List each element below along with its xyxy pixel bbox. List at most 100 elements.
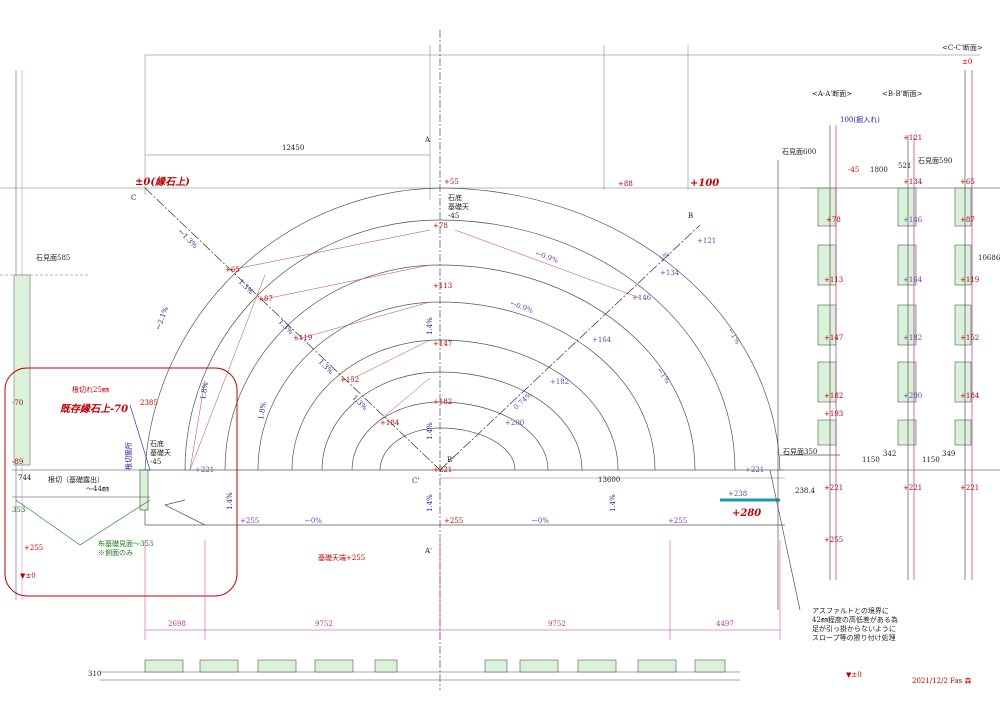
sec-aa-193: +193 [824,410,843,418]
lv-88: +88 [618,180,633,188]
lv-255: +255 [444,517,463,525]
sec-cc-119: +119 [960,276,979,284]
slope-1b: ←1% [726,327,742,346]
base-top2-3: -45 [150,458,161,466]
slope-09a: ←0.9% [534,249,559,265]
label-cut-note-1: 根切（基礎露出） [48,475,104,484]
sec-bb-146: +146 [903,216,923,224]
section-title-cc: <C-C'断面> [942,43,983,52]
dim-2384: 238.4 [795,487,816,495]
slope-13e: 1.3% [351,394,369,412]
slope-1c: ←1% [655,367,671,386]
lv-255b: +255 [240,517,259,525]
left-edge-lines [13,70,31,600]
dim-2385: 2385 [140,399,158,407]
lv-65: +65 [225,266,240,274]
slope-14c: 1.4% [426,494,434,512]
top-grid [0,45,980,479]
slope-14e: 1.4% [609,494,617,512]
level-top-right: +100 [690,178,719,189]
lv-147: +147 [433,340,452,348]
section-title-bb: <B-B'断面> [882,89,923,98]
level-zero-bottom: ▼±0 [846,671,862,679]
label-base-face-1: 布基礎見面～353 [98,539,153,548]
base-top-1: 石底 [448,193,462,202]
dim-13600: 13600 [598,476,620,484]
sec-aa-182: +182 [824,392,843,400]
dim-4497: 4497 [716,620,734,628]
lv-164: +164 [592,336,612,344]
lv-113: +113 [433,282,452,290]
dim-342: 342 [883,450,896,458]
slope-18b: 1.8% [257,401,268,420]
sec-cc-65: +65 [960,178,975,186]
label-stone585: 石見面585 [36,254,70,262]
lv-221: +221 [433,466,452,474]
slope-14d: 1.4% [226,492,234,510]
marker-A2: A' [424,547,432,555]
dim-310: 310 [88,670,101,678]
sec-bb-182: +182 [903,334,922,342]
lv-182b: +182 [550,378,569,386]
sec-aa-m45: -45 [848,166,859,174]
dim-100: 100(掘入れ) [840,115,880,124]
sec-bb-164: +164 [903,276,923,284]
lv-221b: +221 [195,466,214,474]
dim-1800: 1800 [870,166,888,174]
marker-B: B [688,212,693,220]
asphalt-note-1: アスファルトとの境界に [812,606,889,615]
label-base-face-2: ※側面のみ [98,548,133,557]
lv-238: +238 [728,490,747,498]
marker-C2: C' [412,477,419,485]
label-existing: 既存縁石上-70 [60,403,128,415]
bottom-dimensions [144,540,781,640]
marker-C: C [131,194,136,202]
level-280: +280 [732,508,761,519]
base-top-3: -45 [448,212,459,220]
label-stone350: 石見面350 [783,448,817,456]
dim-9752a: 9752 [315,620,333,628]
slope-21: ←2.1% [154,305,170,330]
slope-0b: ←0% [532,517,549,525]
sec-cc-221: +221 [960,484,979,492]
label-stone590: 石見面590 [918,157,952,165]
level-cc-zero: ±0 [962,58,972,66]
lv-87: +87 [258,295,273,303]
sec-cc-152: +152 [960,334,979,342]
dim-2698: 2698 [168,620,186,628]
lv-zero-left: ▼±0 [20,572,36,580]
signature: 2021/12/2 Fas 森 [912,676,972,685]
base-top2-1: 石底 [150,439,164,448]
arc-layout [144,187,785,526]
dim-9752b: 9752 [548,620,566,628]
lv-m70: -70 [12,399,23,407]
lv-55: +55 [444,178,459,186]
sec-bb-200: +200 [903,392,922,400]
slope-14b: 1.4% [426,422,434,440]
level-top-left: ±0(縁石上) [135,176,190,188]
sec-aa-113: +113 [824,276,843,284]
base-top2-2: 基礎天 [150,448,171,457]
label-cut-note-2: ～44㎜ [86,485,109,493]
sec-aa-147: +147 [824,334,843,342]
lv-134: +134 [660,269,680,277]
section-lines [720,70,1000,611]
dim-744: 744 [18,474,32,482]
label-base-end: 基礎天端+255 [318,553,365,562]
marker-A: A [424,136,431,144]
dim-1150a: 1150 [862,456,880,464]
asphalt-note-2: 42㎜程度の高低差がある為 [812,615,898,624]
sec-aa-78: +78 [826,216,841,224]
lv-78: +78 [433,222,448,230]
label-cut25: 根切れ25㎜ [72,385,109,394]
sec-cc-184: +184 [960,392,980,400]
label-stone600: 石見面600 [782,148,816,156]
slope-13b: 1.3% [237,278,255,296]
sec-aa-255: +255 [824,536,843,544]
detail-highlight-box [4,367,238,597]
lv-255-left: +255 [24,544,43,552]
left-detail [12,404,151,546]
sec-bb-221: +221 [903,484,922,492]
lv-121: +121 [697,237,716,245]
label-cut-place: 根切箇所 [124,442,133,470]
